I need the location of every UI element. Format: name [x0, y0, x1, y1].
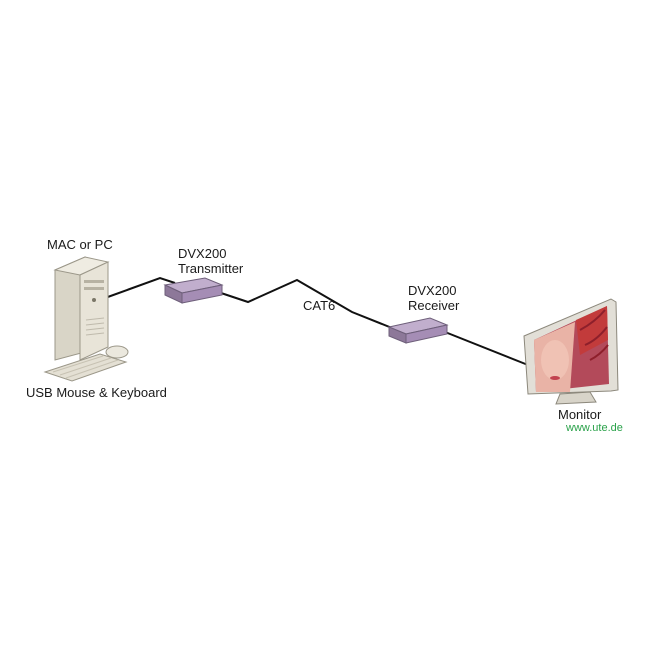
- watermark-url: www.ute.de: [566, 422, 623, 434]
- transmitter-model-label: DVX200: [178, 246, 227, 261]
- receiver-role-label: Receiver: [408, 298, 460, 313]
- computer-label: MAC or PC: [47, 237, 113, 252]
- monitor-label: Monitor: [558, 407, 602, 422]
- transmitter-box-icon: [163, 277, 224, 304]
- cable-receiver-to-monitor: [439, 329, 529, 366]
- receiver-model-label: DVX200: [408, 283, 457, 298]
- cable-pc-to-transmitter: [104, 276, 176, 299]
- desktop-tower-icon: [53, 256, 110, 361]
- peripherals-label: USB Mouse & Keyboard: [26, 385, 167, 400]
- transmitter-role-label: Transmitter: [178, 261, 244, 276]
- cable-label: CAT6: [303, 298, 336, 313]
- monitor-icon: [523, 298, 619, 405]
- receiver-box-icon: [387, 317, 449, 344]
- keyboard-mouse-icon: [43, 345, 129, 382]
- cable-cat6: [217, 278, 393, 329]
